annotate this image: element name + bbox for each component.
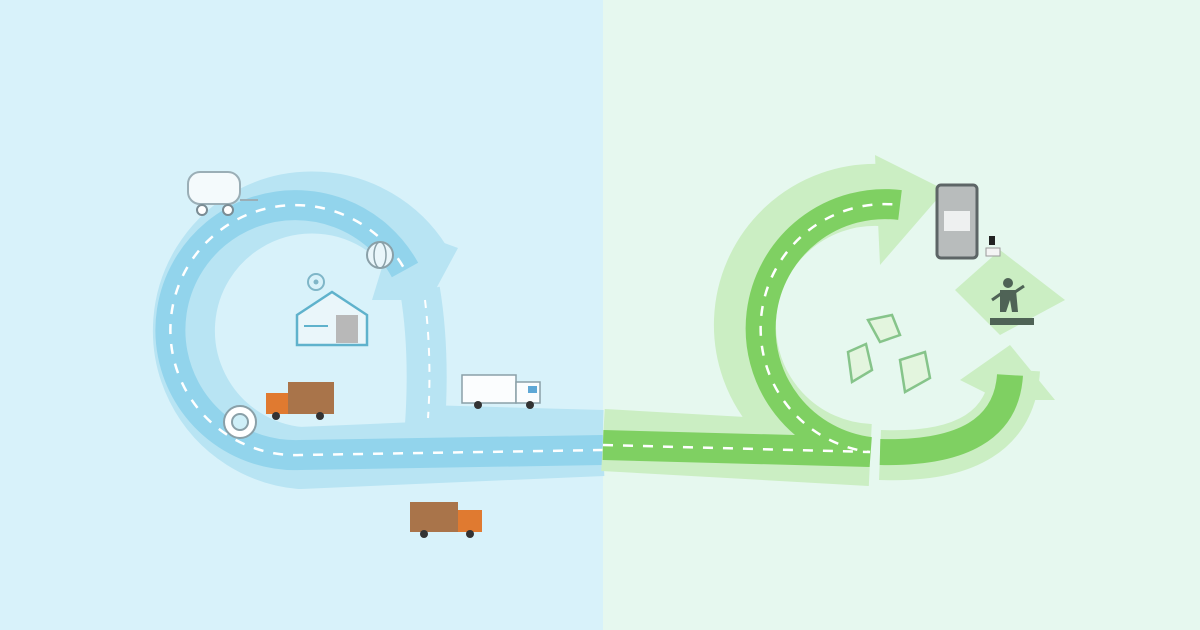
green-arrowhead-top — [875, 155, 945, 265]
cart-icon — [187, 171, 258, 216]
recycle-icon — [846, 313, 932, 394]
delivery-truck-icon — [266, 382, 334, 420]
green-loop — [601, 155, 1065, 486]
lifebuoy-icon — [223, 405, 257, 439]
warehouse-icon — [295, 290, 369, 347]
location-pin-icon — [307, 273, 325, 291]
blue-band-inner-right — [400, 286, 604, 450]
green-road — [602, 189, 902, 467]
semi-truck-icon — [461, 374, 541, 409]
user-figure-icon — [985, 236, 1001, 257]
blue-road-dashes — [169, 203, 604, 457]
green-arrowhead-lower — [960, 345, 1055, 400]
small-truck-icon — [410, 502, 482, 538]
green-road-right — [879, 373, 1023, 466]
globe-icon — [366, 241, 394, 269]
worker-statue-icon — [990, 278, 1034, 325]
right-background — [603, 0, 1200, 630]
smartphone-icon — [935, 183, 979, 260]
